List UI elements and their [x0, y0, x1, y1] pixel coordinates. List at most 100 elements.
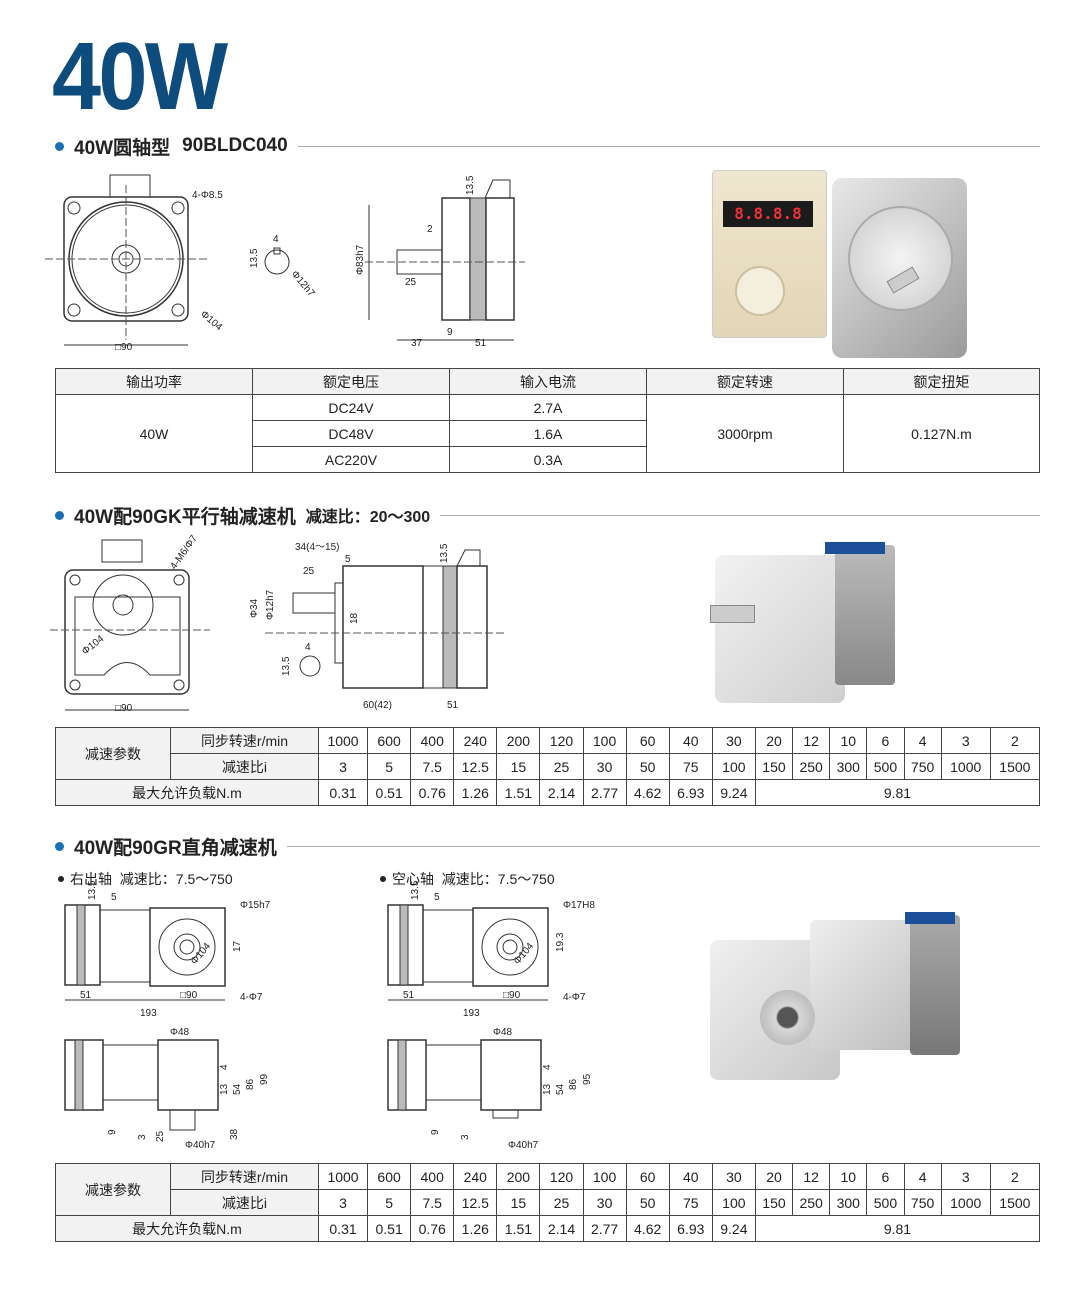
- load-cell: 4.62: [625, 1215, 670, 1242]
- dim-bshaft: Φ40h7: [508, 1140, 539, 1151]
- page-title: 40W: [52, 23, 228, 130]
- speed-cell: 240: [453, 1163, 498, 1190]
- controller-display: 8.8.8.8: [723, 201, 813, 227]
- dim-shaft: Φ17H8: [563, 900, 595, 911]
- ratio-cell: 15: [496, 753, 541, 780]
- ratio-cell: 1000: [940, 1189, 991, 1216]
- load-max-cell: 9.81: [754, 1215, 1041, 1242]
- load-cell: 2.77: [582, 1215, 627, 1242]
- ratio-cell: 500: [866, 1189, 905, 1216]
- dim-cab: 13.5: [87, 880, 98, 900]
- dim-h99: 95: [582, 1073, 593, 1085]
- right-angle-gearmotor-photo: [705, 900, 970, 1085]
- load-cell: 1.51: [496, 1215, 541, 1242]
- dim-key-height: 13.5: [281, 656, 292, 676]
- speed-cell: 240: [453, 727, 498, 754]
- dim-flange: Φ83h7: [355, 244, 366, 275]
- speed-cell: 600: [367, 727, 412, 754]
- dim-key-width: 4: [273, 234, 279, 245]
- dim-w193: 193: [140, 1008, 157, 1019]
- ratio-cell: 50: [625, 753, 670, 780]
- section-header-parallel-gearbox: 40W配90GK平行轴减速机 减速比：20～300: [55, 502, 1040, 528]
- speed-cell: 40: [668, 727, 713, 754]
- dim-w51: 51: [403, 990, 415, 1001]
- dim-l2: 5: [345, 554, 351, 565]
- dim-d1: Φ34: [249, 598, 260, 618]
- ratio-cell: 100: [711, 1189, 756, 1216]
- divider: [297, 145, 1040, 147]
- speed-cell: 100: [582, 1163, 627, 1190]
- front-view-drawing: 4-Φ8.5 Φ104 □90: [45, 174, 224, 353]
- speed-cell: 40: [668, 1163, 713, 1190]
- speed-cell: 6: [866, 1163, 905, 1190]
- load-cell: 1.26: [453, 1215, 498, 1242]
- dim-cab: 13.5: [410, 880, 421, 900]
- ratio-label: 减速比i: [170, 1189, 319, 1216]
- ratio-cell: 5: [367, 1189, 412, 1216]
- dim-h17: 17: [232, 940, 243, 952]
- model-number: 90BLDC040: [182, 135, 288, 156]
- dim-d48: Φ48: [493, 1027, 513, 1038]
- dim-l3: 25: [303, 566, 315, 577]
- speed-cell: 120: [539, 1163, 584, 1190]
- load-cell: 0.76: [410, 779, 455, 806]
- load-cell: 2.14: [539, 779, 584, 806]
- ratio-cell: 250: [792, 753, 831, 780]
- ratio-cell: 7.5: [410, 1189, 455, 1216]
- load-cell: 2.77: [582, 779, 627, 806]
- speed-cell: 10: [829, 727, 868, 754]
- cell-current: 2.7A: [449, 394, 647, 421]
- ratio-cell: 30: [582, 1189, 627, 1216]
- ratio-cell: 1500: [989, 1189, 1041, 1216]
- ratio-cell: 15: [496, 1189, 541, 1216]
- header-current: 输入电流: [449, 368, 647, 395]
- dim-square: □90: [115, 342, 133, 353]
- ratio-cell: 100: [711, 753, 756, 780]
- bullet-icon: [55, 510, 64, 520]
- cell-current: 0.3A: [449, 446, 647, 473]
- subheader-right-output-shaft: 右出轴 减速比：7.5～750: [58, 869, 233, 889]
- dim-l1: 34(4～15): [295, 542, 339, 553]
- speed-cell: 3: [940, 727, 991, 754]
- speed-cell: 100: [582, 727, 627, 754]
- section-header-round-shaft: 40W圆轴型 90BLDC040: [55, 133, 1040, 159]
- speed-cell: 20: [754, 727, 794, 754]
- load-label: 最大允许负载N.m: [55, 779, 319, 806]
- dim-sq: □90: [503, 990, 521, 1001]
- shaft-key-drawing: 4 13.5 Φ12h7: [249, 234, 317, 299]
- dim-circle: Φ104: [80, 633, 107, 657]
- ratio-cell: 25: [539, 753, 584, 780]
- cell-voltage: AC220V: [252, 446, 450, 473]
- cell-voltage: DC48V: [252, 420, 450, 447]
- speed-cell: 3: [940, 1163, 991, 1190]
- speed-cell: 2: [989, 1163, 1041, 1190]
- load-cell: 6.93: [668, 1215, 713, 1242]
- ratio-cell: 12.5: [453, 753, 498, 780]
- speed-cell: 30: [711, 1163, 756, 1190]
- sub-ratio: 减速比：7.5～750: [441, 871, 555, 887]
- cell-speed: 3000rpm: [646, 394, 844, 473]
- dim-shaft-length: 25: [405, 277, 417, 288]
- speed-cell: 12: [792, 727, 831, 754]
- speed-cell: 120: [539, 727, 584, 754]
- sub-label: 右出轴: [70, 871, 112, 887]
- header-voltage: 额定电压: [252, 368, 450, 395]
- dim-d48: Φ48: [170, 1027, 190, 1038]
- ratio-cell: 30: [582, 753, 627, 780]
- ratio-cell: 5: [367, 753, 412, 780]
- speed-cell: 10: [829, 1163, 868, 1190]
- dim-length-c: 51: [475, 338, 487, 349]
- sub-ratio: 减速比：7.5～750: [119, 871, 233, 887]
- speed-cell: 1000: [317, 1163, 369, 1190]
- ratio-cell: 3: [317, 1189, 369, 1216]
- dim-holes: 4-Φ7: [563, 992, 586, 1003]
- group-label: 减速参数: [55, 1163, 171, 1216]
- side-view-drawing: Φ83h7 2 13.5 25 37 9 51: [355, 175, 525, 349]
- dim-h54: 54: [232, 1083, 243, 1095]
- dim-h86: 86: [245, 1078, 256, 1090]
- dim-h4: 4: [219, 1064, 230, 1070]
- load-cell: 0.31: [317, 779, 369, 806]
